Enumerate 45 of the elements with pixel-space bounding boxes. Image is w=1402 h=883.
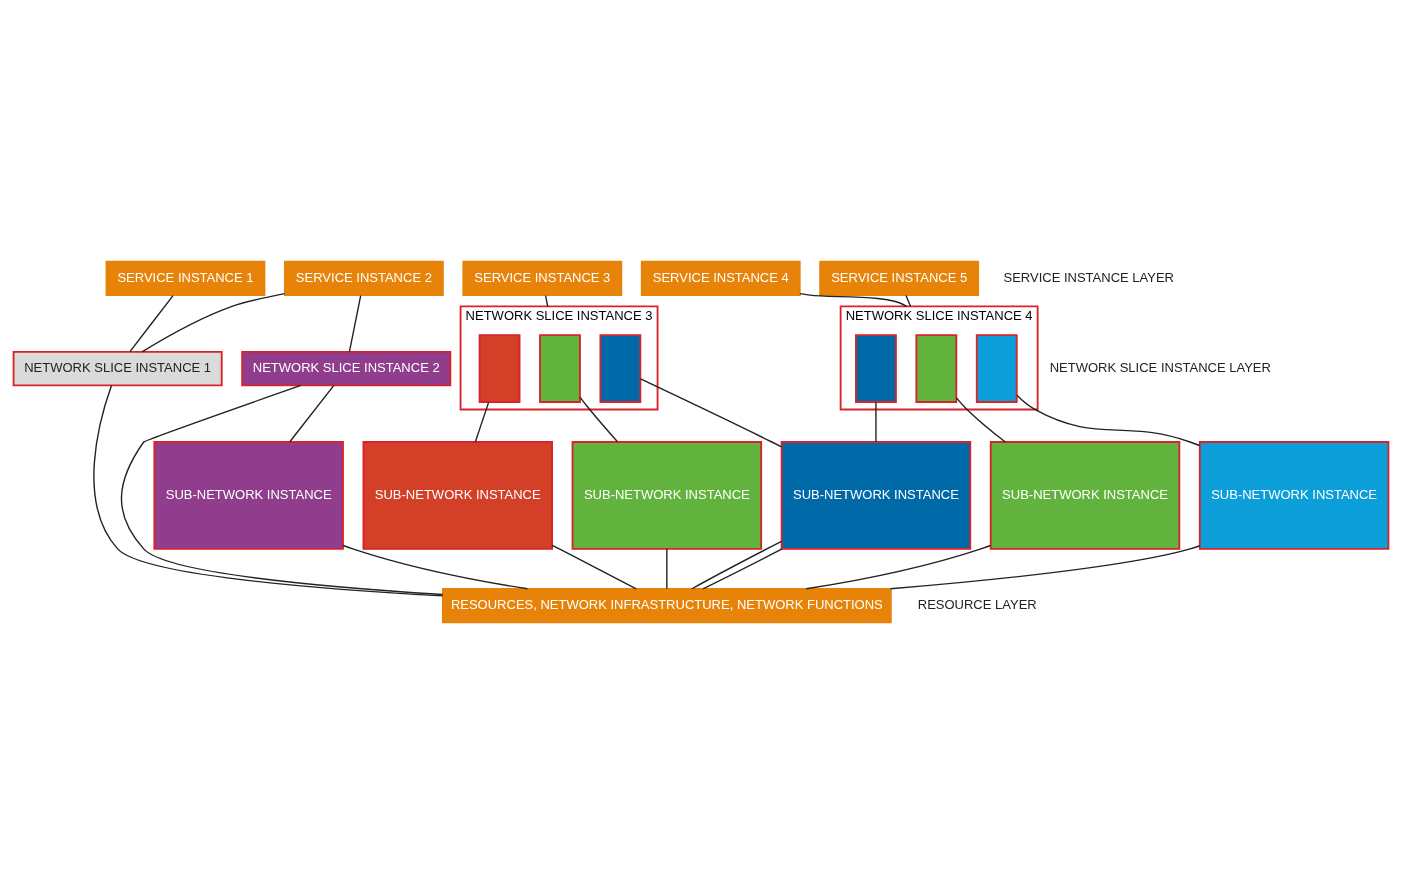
- node-box: [539, 333, 581, 403]
- connector: [289, 384, 335, 442]
- connector: [691, 540, 783, 589]
- connector: [805, 544, 992, 589]
- node-box: SERVICE INSTANCE 1: [105, 260, 266, 296]
- node-box: SUB-NETWORK INSTANCE: [153, 440, 344, 550]
- connector: [544, 294, 549, 307]
- node-box: [915, 333, 958, 403]
- connector: [799, 292, 908, 307]
- node-box: SUB-NETWORK INSTANCE: [780, 440, 972, 550]
- node-box: SUB-NETWORK INSTANCE: [362, 440, 553, 550]
- node-box: SUB-NETWORK INSTANCE: [989, 440, 1181, 550]
- cluster: NETWORK SLICE INSTANCE 4: [839, 304, 1039, 410]
- node-box: NETWORK SLICE INSTANCE 2: [241, 350, 452, 386]
- connector: [551, 544, 637, 589]
- connector: [348, 294, 362, 352]
- connector: [955, 396, 1007, 443]
- connector: [579, 396, 619, 442]
- node-box: SERVICE INSTANCE 5: [819, 260, 980, 296]
- node-box: SERVICE INSTANCE 3: [462, 260, 623, 296]
- connector: [875, 401, 877, 442]
- label: SERVICE INSTANCE LAYER: [1003, 269, 1174, 285]
- connector: [141, 292, 286, 352]
- connector: [342, 544, 529, 589]
- label: NETWORK SLICE INSTANCE LAYER: [1049, 359, 1271, 375]
- cluster: NETWORK SLICE INSTANCE 3: [459, 304, 659, 410]
- node-box: NETWORK SLICE INSTANCE 1: [12, 350, 223, 386]
- connector: [889, 544, 1201, 589]
- node-box: SUB-NETWORK INSTANCE: [1198, 440, 1390, 550]
- node-box: SERVICE INSTANCE 4: [640, 260, 801, 296]
- connector: [129, 294, 174, 352]
- connector: [474, 401, 490, 442]
- node-box: RESOURCES, NETWORK INFRASTRUCTURE, NETWORK FUNCTIONS: [441, 587, 892, 623]
- node-box: [599, 333, 642, 403]
- connector: [1016, 394, 1201, 446]
- connector: [905, 294, 912, 307]
- node-box: [975, 333, 1018, 403]
- node-box: SUB-NETWORK INSTANCE: [571, 440, 763, 550]
- connector: [639, 377, 783, 447]
- node-box: [855, 333, 897, 403]
- node-box: SERVICE INSTANCE 2: [284, 260, 444, 296]
- connector: [666, 547, 668, 589]
- connector: [702, 547, 783, 589]
- node-box: [478, 333, 521, 403]
- label: RESOURCE LAYER: [917, 596, 1037, 612]
